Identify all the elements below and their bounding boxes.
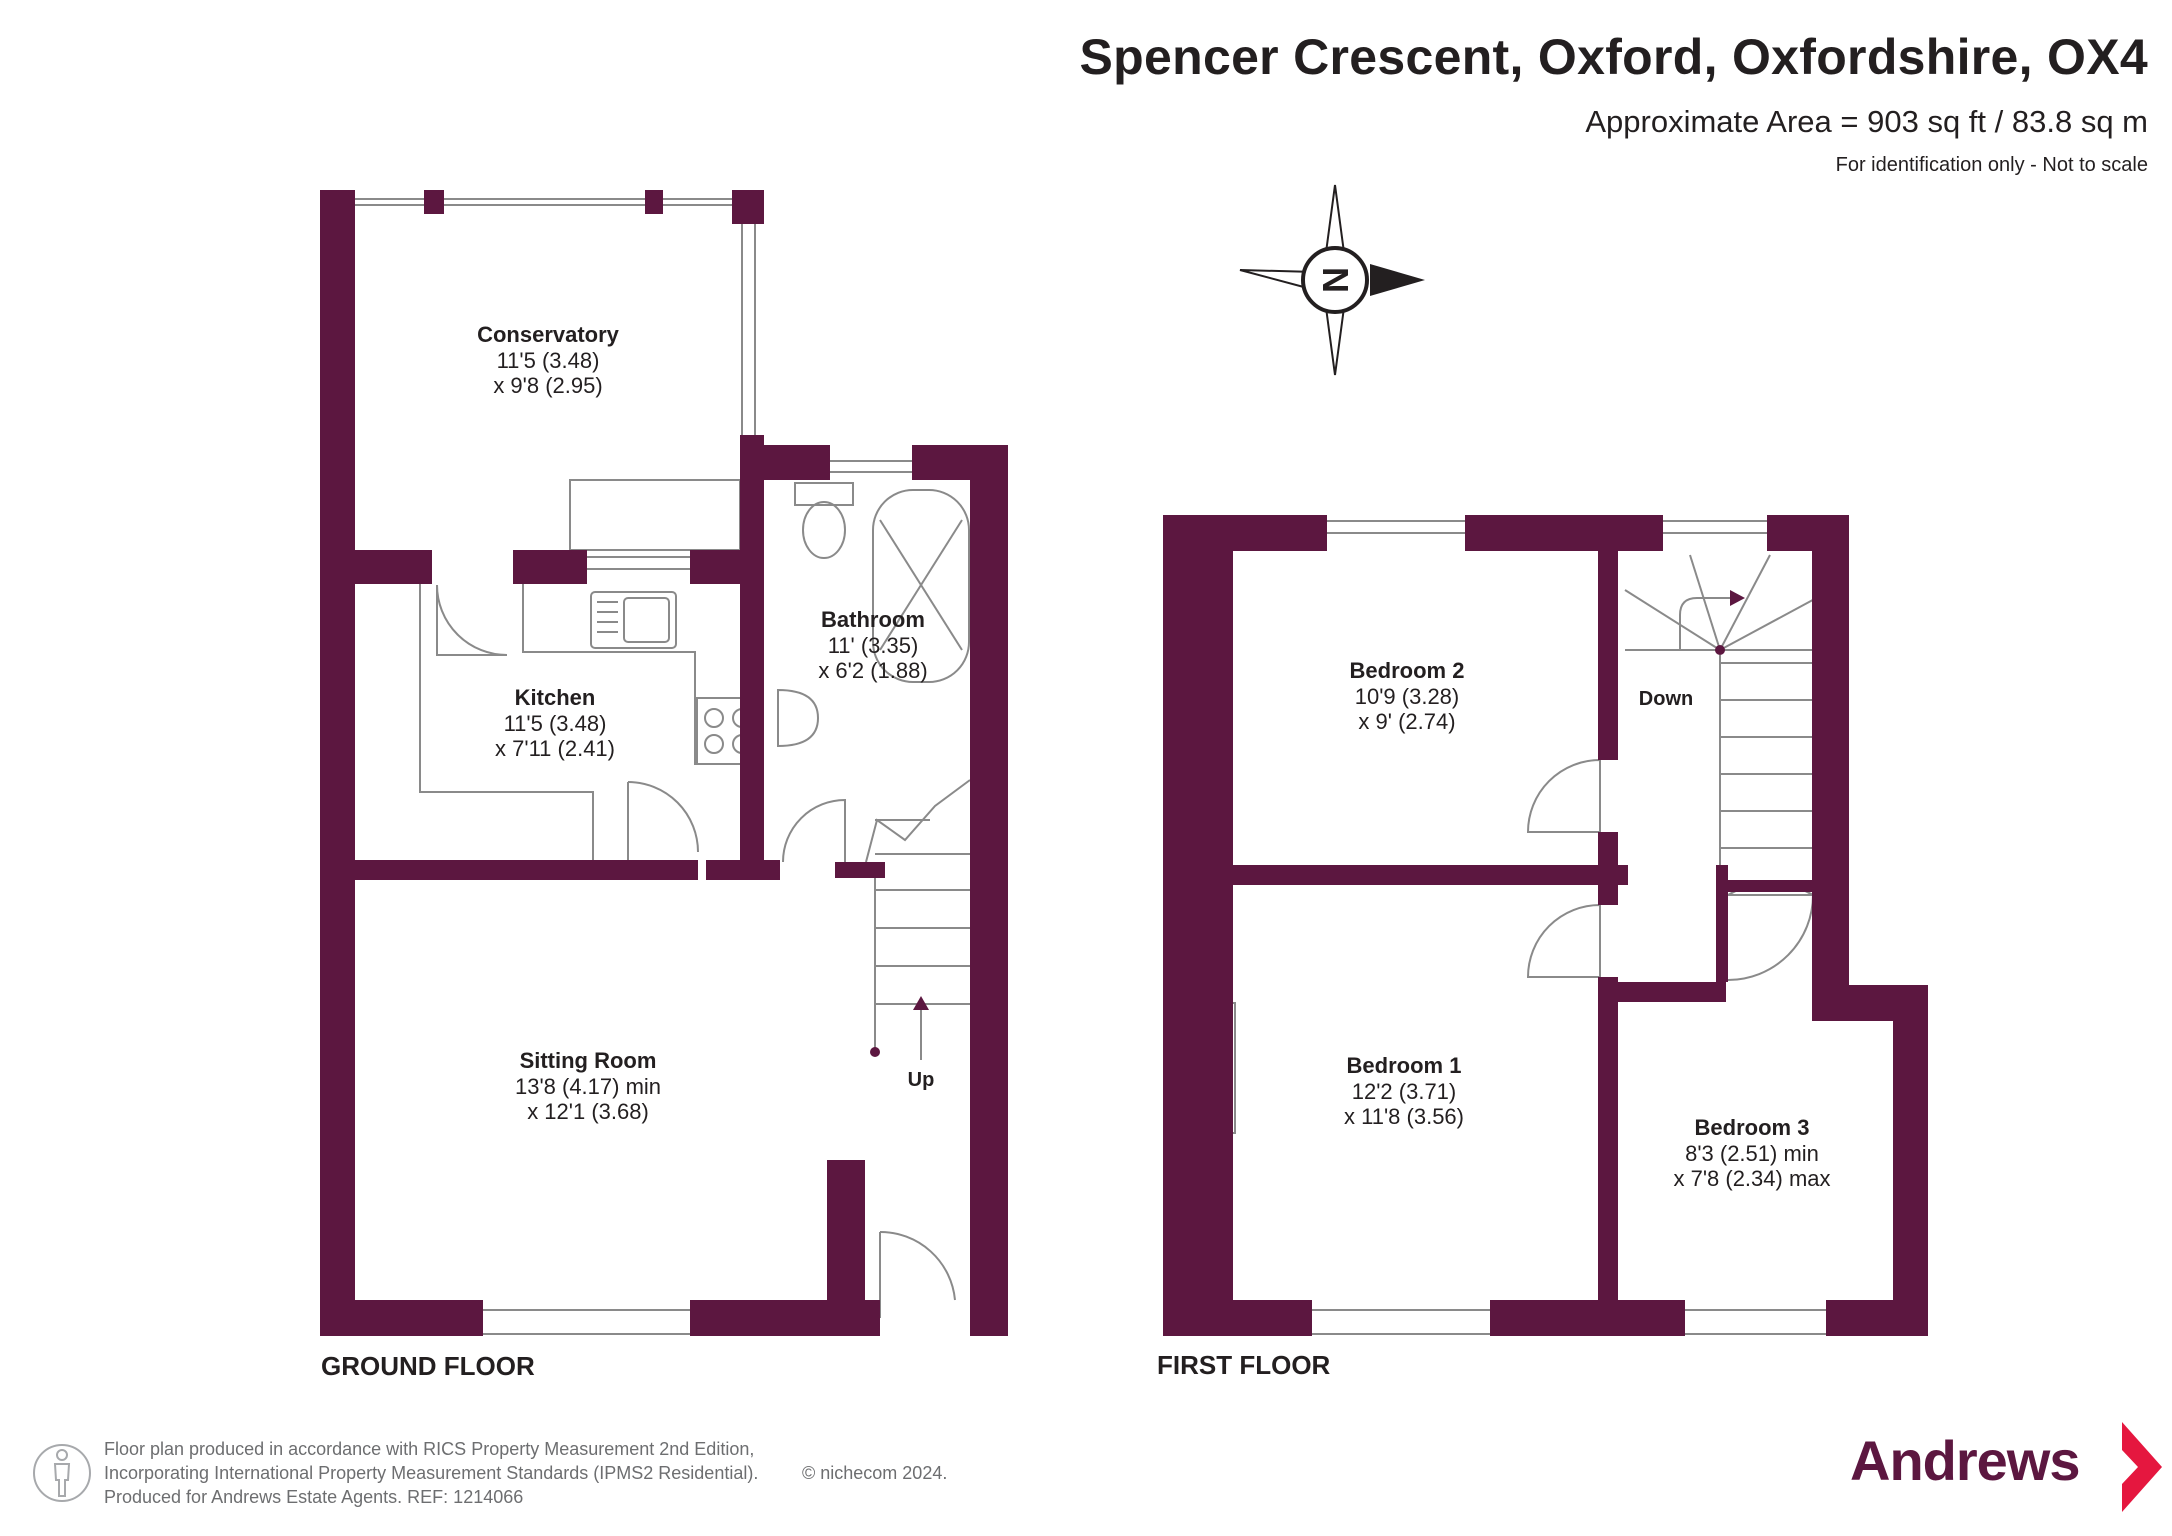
- bedroom1-dim2: x 11'8 (3.56): [1344, 1104, 1464, 1129]
- bedroom2-dim2: x 9' (2.74): [1358, 709, 1455, 734]
- stairs-up-label: Up: [908, 1069, 935, 1091]
- bedroom3-dim2: x 7'8 (2.34) max: [1673, 1166, 1830, 1191]
- conservatory-dim2: x 9'8 (2.95): [493, 373, 602, 398]
- property-title: Spencer Crescent, Oxford, Oxfordshire, O…: [1079, 29, 2148, 85]
- conservatory-dim1: 11'5 (3.48): [497, 348, 600, 373]
- bedroom1-dim1: 12'2 (3.71): [1352, 1079, 1457, 1104]
- bedroom2-name: Bedroom 2: [1350, 658, 1465, 683]
- first-floor-label: FIRST FLOOR: [1157, 1350, 1331, 1380]
- compass-icon: N: [1239, 184, 1425, 376]
- brand-chevron-icon: [2122, 1422, 2162, 1512]
- bathroom-name: Bathroom: [821, 607, 925, 632]
- footer-copyright: © nichecom 2024.: [802, 1463, 948, 1483]
- scale-note: For identification only - Not to scale: [1835, 154, 2148, 176]
- conservatory-name: Conservatory: [477, 322, 620, 347]
- brand-logo-text: Andrews: [1850, 1429, 2080, 1492]
- bathroom-dim2: x 6'2 (1.88): [818, 658, 927, 683]
- sitting-room-dim1: 13'8 (4.17) min: [515, 1074, 661, 1099]
- bedroom2-dim1: 10'9 (3.28): [1355, 684, 1460, 709]
- first-floor-plan: Bedroom 2 10'9 (3.28) x 9' (2.74) Bedroo…: [1163, 515, 1928, 1336]
- footer-line-3: Produced for Andrews Estate Agents. REF:…: [104, 1487, 524, 1507]
- bathroom-dim1: 11' (3.35): [828, 633, 919, 658]
- footer-line-1: Floor plan produced in accordance with R…: [104, 1439, 755, 1459]
- stairs-down-label: Down: [1639, 688, 1693, 710]
- bedroom3-name: Bedroom 3: [1695, 1115, 1810, 1140]
- compass-north-letter: N: [1315, 267, 1356, 293]
- approximate-area: Approximate Area = 903 sq ft / 83.8 sq m: [1585, 104, 2148, 139]
- kitchen-name: Kitchen: [515, 685, 596, 710]
- bedroom3-dim1: 8'3 (2.51) min: [1685, 1141, 1819, 1166]
- footer-disclaimer: Floor plan produced in accordance with R…: [104, 1437, 947, 1509]
- ground-floor-label: GROUND FLOOR: [321, 1351, 535, 1381]
- bedroom1-name: Bedroom 1: [1347, 1053, 1462, 1078]
- footer-line-2: Incorporating International Property Mea…: [104, 1463, 759, 1483]
- sitting-room-dim2: x 12'1 (3.68): [527, 1099, 649, 1124]
- ground-floor-plan: Conservatory 11'5 (3.48) x 9'8 (2.95) Ki…: [320, 190, 1008, 1336]
- kitchen-dim1: 11'5 (3.48): [504, 711, 607, 736]
- person-icon: [33, 1444, 91, 1502]
- sitting-room-name: Sitting Room: [520, 1048, 657, 1073]
- kitchen-dim2: x 7'11 (2.41): [495, 736, 615, 761]
